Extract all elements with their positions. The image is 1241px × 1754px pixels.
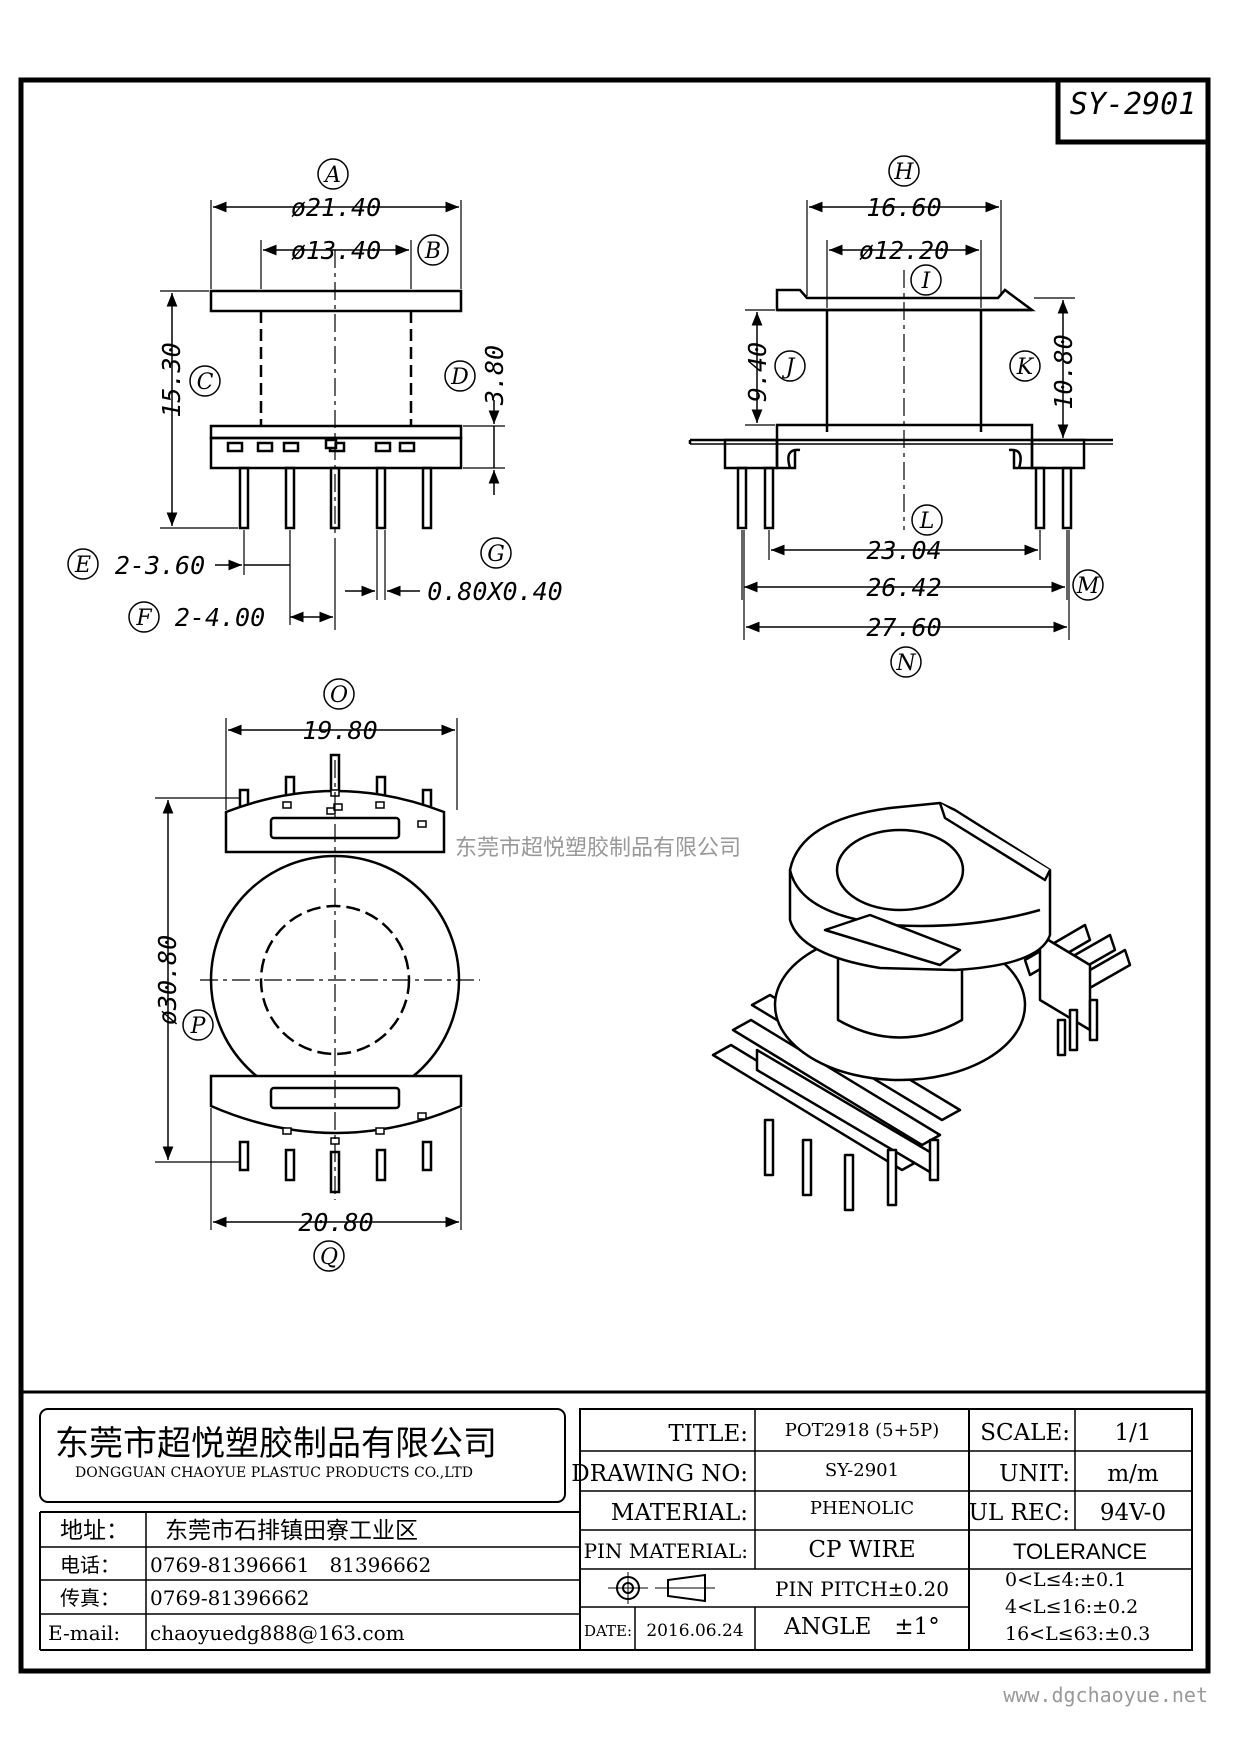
dim-p: ø30.80 xyxy=(153,935,182,1025)
dim-a: ø21.40 xyxy=(291,193,381,222)
drawing-no: SY-2901 xyxy=(825,1460,899,1481)
email: chaoyuedg888@163.com xyxy=(150,1621,405,1645)
front-view xyxy=(67,158,512,633)
address: 东莞市石排镇田寮工业区 xyxy=(165,1518,418,1544)
label-e: E xyxy=(74,553,91,578)
title-label: TITLE: xyxy=(668,1421,748,1447)
isometric-view xyxy=(711,801,1132,1212)
label-f: F xyxy=(135,606,152,631)
sheet-border xyxy=(18,77,1211,1674)
phone-label: 电话： xyxy=(60,1553,120,1577)
material: PHENOLIC xyxy=(810,1498,914,1519)
dim-g: 0.80X0.40 xyxy=(427,577,562,606)
watermark: 东莞市超悦塑胶制品有限公司 xyxy=(455,836,741,861)
label-h: H xyxy=(893,160,914,185)
scale-label: SCALE: xyxy=(980,1420,1070,1446)
label-p: P xyxy=(190,1014,207,1039)
title-block-text: 东莞市超悦塑胶制品有限公司 DONGGUAN CHAOYUE PLASTUC P… xyxy=(48,1420,1166,1645)
fax: 0769-81396662 xyxy=(150,1586,309,1610)
material-label: MATERIAL: xyxy=(611,1500,748,1526)
title-value: POT2918 (5+5P) xyxy=(785,1420,940,1441)
dim-b: ø13.40 xyxy=(291,236,381,265)
ul-label: UL REC: xyxy=(969,1500,1070,1526)
label-b: B xyxy=(424,239,441,264)
dim-d: 3.80 xyxy=(480,345,509,406)
ul: 94V-0 xyxy=(1100,1500,1166,1526)
side-view-text: H I J K L M N 16.60 ø12.20 9.40 10.80 23… xyxy=(743,160,1100,676)
top-view xyxy=(155,678,480,1272)
fax-label: 传真： xyxy=(60,1586,120,1610)
label-c: C xyxy=(197,370,214,395)
company-cn: 东莞市超悦塑胶制品有限公司 xyxy=(55,1424,497,1464)
title-block xyxy=(21,1390,1208,1651)
side-view xyxy=(688,155,1113,678)
label-l: L xyxy=(919,509,935,534)
address-label: 地址： xyxy=(60,1518,129,1544)
label-g: G xyxy=(487,542,505,567)
front-view-text: A B C D E F G ø21.40 ø13.40 15.30 3.80 2… xyxy=(74,163,563,632)
dim-q: 20.80 xyxy=(298,1208,373,1237)
label-k: K xyxy=(1016,355,1035,380)
label-o: O xyxy=(330,683,348,708)
drawing-code-box: SY-2901 xyxy=(1055,77,1211,145)
front-bottom-flange xyxy=(209,424,463,440)
label-a: A xyxy=(323,163,341,188)
pin-material: CP WIRE xyxy=(808,1537,915,1563)
dim-j: 9.40 xyxy=(743,342,772,402)
label-d: D xyxy=(450,365,469,390)
tolerance-2: 4<L≤16:±0.2 xyxy=(1005,1596,1138,1618)
label-j: J xyxy=(782,355,796,380)
top-view-text: O P Q 19.80 ø30.80 20.80 xyxy=(153,683,378,1270)
pin-material-label: PIN MATERIAL: xyxy=(584,1539,748,1563)
date: 2016.06.24 xyxy=(646,1621,743,1641)
website: www.dgchaoyue.net xyxy=(1003,1683,1208,1707)
dim-e: 2-3.60 xyxy=(115,551,205,580)
dim-f: 2-4.00 xyxy=(175,603,265,632)
tolerance-3: 16<L≤63:±0.3 xyxy=(1005,1623,1150,1645)
date-label: DATE: xyxy=(584,1622,632,1640)
angle: ANGLE ±1° xyxy=(783,1614,940,1640)
dim-h: 16.60 xyxy=(866,193,941,222)
pin-pitch: PIN PITCH±0.20 xyxy=(775,1577,949,1601)
dim-o: 19.80 xyxy=(302,716,377,745)
dim-m: 26.42 xyxy=(866,573,941,602)
company-en: DONGGUAN CHAOYUE PLASTUC PRODUCTS CO.,LT… xyxy=(75,1465,473,1481)
dim-c: 15.30 xyxy=(157,342,186,417)
phone: 0769-81396661 81396662 xyxy=(150,1553,431,1577)
iso-right-pins xyxy=(1023,923,1132,1057)
dim-k: 10.80 xyxy=(1049,334,1078,409)
unit: m/m xyxy=(1107,1461,1159,1487)
unit-label: UNIT: xyxy=(999,1461,1070,1487)
dim-i: ø12.20 xyxy=(859,236,949,265)
label-q: Q xyxy=(320,1245,338,1270)
tolerance-1: 0<L≤4:±0.1 xyxy=(1005,1569,1126,1591)
front-top-flange xyxy=(209,289,463,313)
label-i: I xyxy=(921,269,932,294)
label-m: M xyxy=(1076,574,1100,599)
tolerance-label: TOLERANCE xyxy=(1013,1539,1147,1564)
dim-n: 27.60 xyxy=(866,613,941,642)
drawing-code: SY-2901 xyxy=(1070,87,1196,122)
projection-symbol xyxy=(608,1572,715,1604)
label-n: N xyxy=(895,651,916,676)
email-label: E-mail: xyxy=(48,1621,120,1645)
dim-l: 23.04 xyxy=(866,536,941,565)
drawing-no-label: DRAWING NO: xyxy=(571,1461,748,1487)
scale: 1/1 xyxy=(1114,1420,1151,1446)
